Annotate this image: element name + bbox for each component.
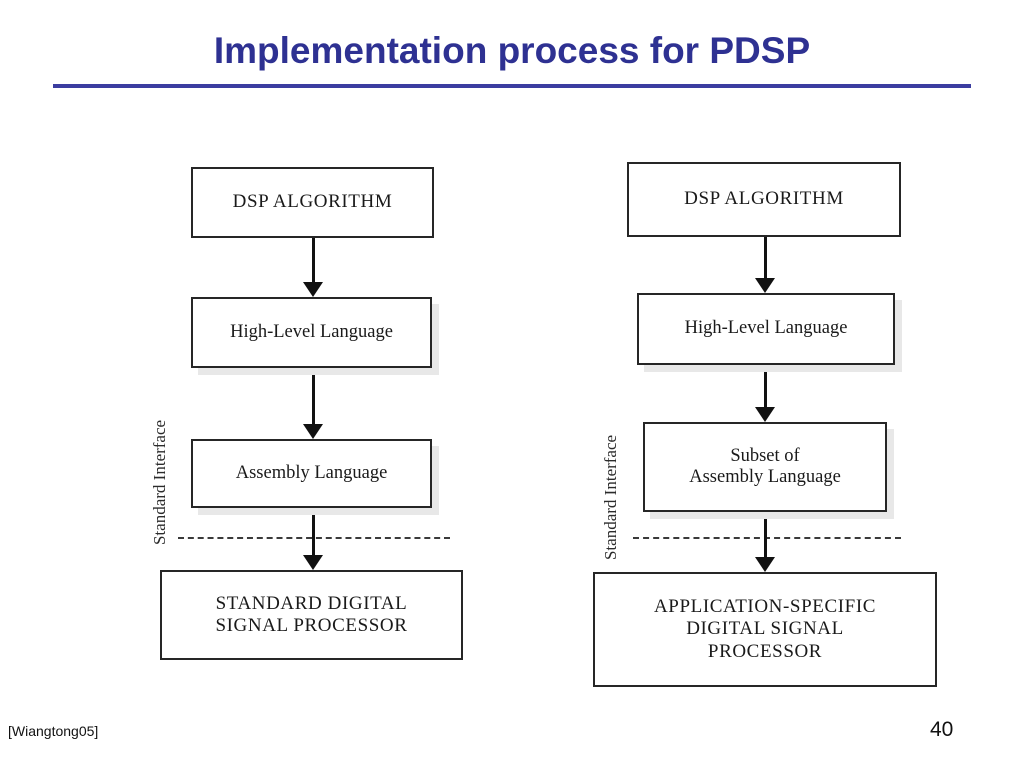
node-dsp-algorithm: DSP ALGORITHM xyxy=(191,167,434,238)
node-high-level-language: High-Level Language xyxy=(191,297,432,368)
node-label: High-Level Language xyxy=(684,318,848,339)
node-standard-digital-signal-processor: STANDARD DIGITAL SIGNAL PROCESSOR xyxy=(160,570,463,660)
node-subset-of-assembly-language: Subset of Assembly Language xyxy=(643,422,887,512)
side-label-standard-interface: Standard Interface xyxy=(601,434,620,560)
arrow-dsp-algorithm-to-high-level-language xyxy=(755,237,775,293)
node-label: Subset of Assembly Language xyxy=(689,445,841,487)
title-underline-rule xyxy=(53,84,971,88)
page-title: Implementation process for PDSP xyxy=(213,30,811,71)
node-application-specific-digital-signal-processor: APPLICATION-SPECIFIC DIGITAL SIGNAL PROC… xyxy=(593,572,937,687)
node-label: DSP ALGORITHM xyxy=(232,191,393,213)
node-dsp-algorithm: DSP ALGORITHM xyxy=(627,162,901,237)
node-assembly-language: Assembly Language xyxy=(191,439,432,508)
node-label: High-Level Language xyxy=(230,321,393,342)
interface-separator-line xyxy=(633,537,901,539)
arrow-high-level-language-to-assembly-language xyxy=(303,368,323,439)
arrow-subset-of-assembly-language-to-application-specific-digital-signal-processor xyxy=(755,512,775,572)
node-high-level-language: High-Level Language xyxy=(637,293,895,365)
node-label: DSP ALGORITHM xyxy=(684,188,844,210)
arrow-high-level-language-to-subset-of-assembly-language xyxy=(755,365,775,422)
side-label-standard-interface: Standard Interface xyxy=(150,419,169,545)
footer-page-number: 40 xyxy=(930,718,954,741)
footer-citation: [Wiangtong05] xyxy=(8,723,99,739)
node-label: Assembly Language xyxy=(235,462,388,483)
node-label: STANDARD DIGITAL SIGNAL PROCESSOR xyxy=(215,592,408,636)
arrow-assembly-language-to-standard-digital-signal-processor xyxy=(303,508,323,570)
arrow-dsp-algorithm-to-high-level-language xyxy=(303,238,323,297)
node-label: APPLICATION-SPECIFIC DIGITAL SIGNAL PROC… xyxy=(653,596,877,662)
